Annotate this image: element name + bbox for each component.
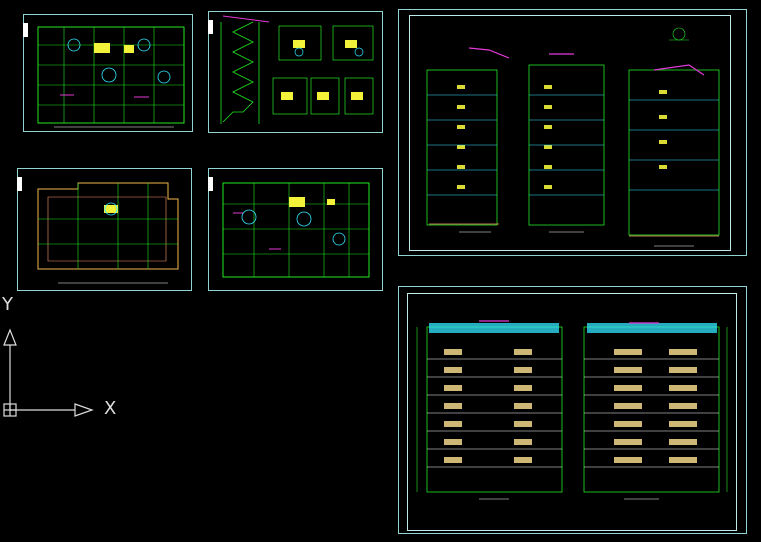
drawing-sheet-elevation-front[interactable] [398,286,747,534]
drawing-sheet-plan-1[interactable] [23,14,193,132]
drawing-sheet-stair-details[interactable] [208,11,383,133]
sheet-marker [17,177,22,191]
drawing-sheet-elevation-side[interactable] [398,9,747,256]
ucs-y-label: Y [2,294,13,315]
stair-detail-drawing [220,15,374,124]
sheet-marker [23,23,28,37]
floor-plan-drawing [37,26,185,128]
ucs-icon: Y X [0,290,130,430]
ucs-x-label: X [104,398,117,419]
drawing-sheet-plan-3[interactable] [208,168,383,291]
sheet-marker [208,177,213,191]
floor-plan-drawing [222,182,370,278]
elevation-drawing [416,320,728,500]
sheet-inner-frame [409,15,731,251]
drawing-sheet-plan-2[interactable] [17,168,192,291]
elevation-drawing [426,27,720,247]
roof-plan-drawing [37,182,179,284]
sheet-marker [208,20,213,34]
sheet-inner-frame [407,293,737,531]
